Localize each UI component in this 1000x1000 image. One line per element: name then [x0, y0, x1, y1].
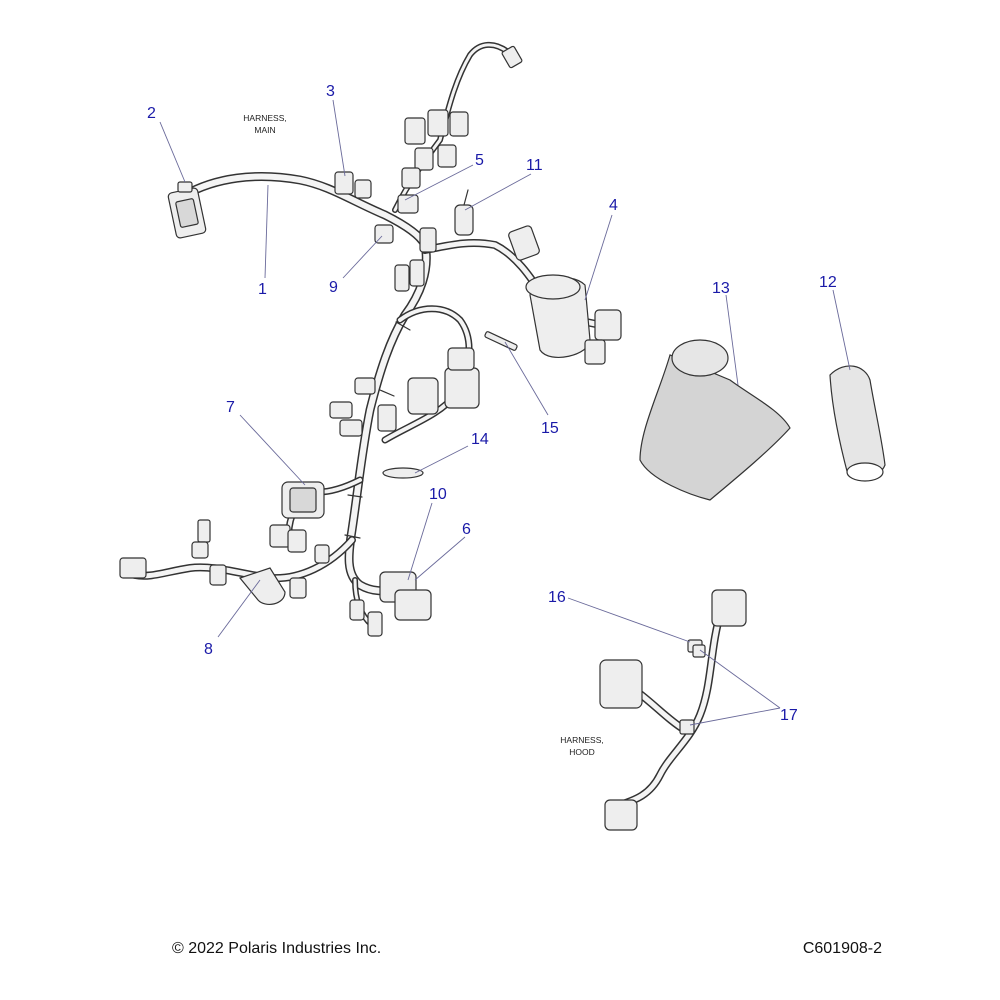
- callout-17: 17: [780, 707, 798, 724]
- callout-11: 11: [526, 157, 543, 174]
- note-harness-hood-line-2: HOOD: [569, 747, 595, 757]
- top-connector-cluster: [401, 45, 523, 189]
- relay-7: [269, 481, 330, 564]
- harness-branch-lower-left: [131, 536, 356, 583]
- callout-1: 1: [258, 281, 267, 298]
- connector-5: [397, 194, 419, 214]
- clip-17-lower: [679, 719, 695, 735]
- callout-12: 12: [819, 274, 837, 291]
- callout-3: 3: [326, 83, 335, 100]
- callout-15: 15: [541, 420, 559, 437]
- callout-5: 5: [475, 152, 484, 169]
- drawing-number: C601908-2: [802, 940, 882, 957]
- connector-6-and-10: [349, 571, 432, 637]
- mid-connectors: [329, 347, 480, 437]
- callout-10: 10: [429, 486, 447, 503]
- hood-connector-left: [599, 659, 643, 709]
- callout-2: 2: [147, 105, 156, 122]
- tape-wraps: [344, 321, 411, 539]
- sleeve-13: [639, 339, 791, 501]
- hood-connector-top: [711, 589, 747, 627]
- clip-17-upper: [692, 644, 706, 658]
- harness-hood-note: HARNESS, HOOD: [560, 735, 603, 757]
- hood-connector-bottom: [604, 799, 638, 831]
- callout-7: 7: [226, 399, 235, 416]
- clip-14: [382, 467, 424, 479]
- coil-4: [508, 225, 622, 365]
- connector-3: [334, 171, 372, 199]
- callout-4: 4: [609, 197, 618, 214]
- lower-left-connectors: [119, 519, 307, 599]
- callout-9: 9: [329, 279, 338, 296]
- callout-16: 16: [548, 589, 566, 606]
- note-harness-main-line-2: MAIN: [254, 125, 275, 135]
- note-harness-main-line-1: HARNESS,: [243, 113, 286, 123]
- callout-8: 8: [204, 641, 213, 658]
- boot-12: [829, 365, 886, 482]
- clip-15: [484, 331, 518, 351]
- leader-lines: [159, 99, 851, 726]
- note-harness-hood-line-1: HARNESS,: [560, 735, 603, 745]
- harness-main-note: HARNESS, MAIN: [243, 113, 286, 135]
- callout-14: 14: [471, 431, 489, 448]
- copyright-notice: © 2022 Polaris Industries Inc.: [172, 940, 382, 957]
- bracket-8: [238, 567, 286, 606]
- callout-labels: 1 2 3 4 5 6 7 8 9 10 11 12 13 14 15 16 1…: [147, 83, 837, 724]
- callout-6: 6: [462, 521, 471, 538]
- hood-harness: [599, 589, 747, 831]
- connector-2: [167, 181, 207, 239]
- callout-13: 13: [712, 280, 730, 297]
- sensor-11: [454, 189, 474, 236]
